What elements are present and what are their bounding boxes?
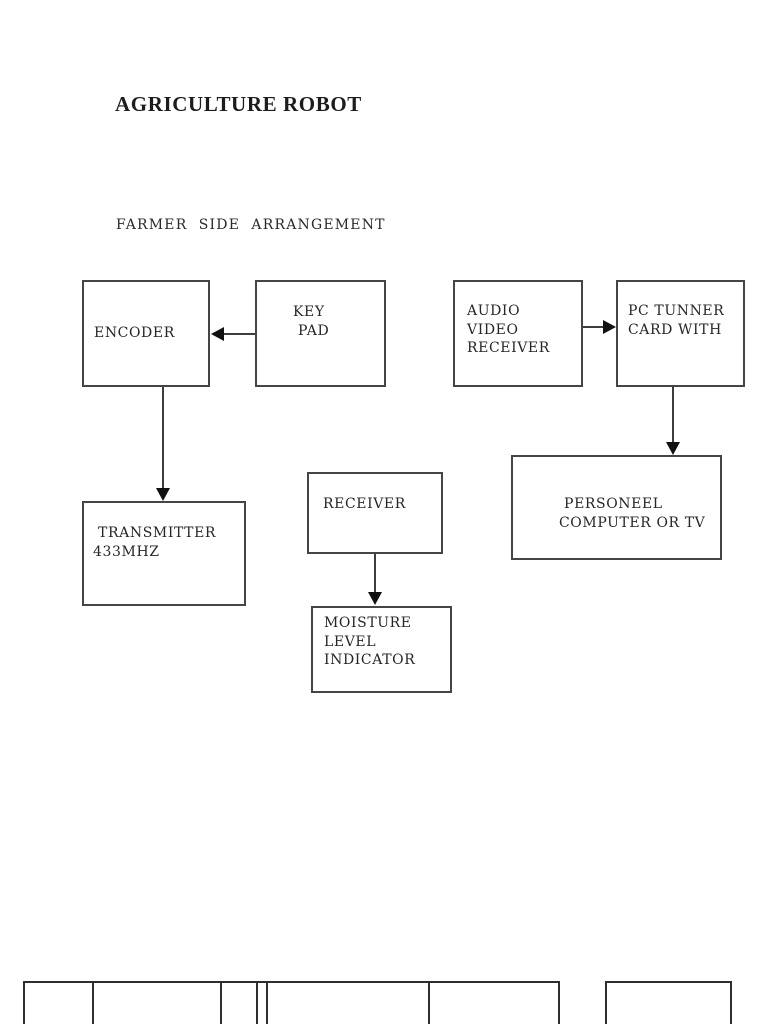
arrow-down-icon xyxy=(666,442,680,455)
bottom-table-divider xyxy=(428,981,430,1024)
page-title: AGRICULTURE ROBOT xyxy=(115,92,362,116)
arrow-audio-to-pctunner-shaft xyxy=(583,326,604,328)
bottom-box-top-border xyxy=(605,981,732,983)
bottom-table-divider xyxy=(220,981,222,1024)
audio-video-receiver-box: AUDIO VIDEO RECEIVER xyxy=(453,280,583,387)
bottom-table-top-border xyxy=(23,981,560,983)
arrow-encoder-to-transmitter-shaft xyxy=(162,387,164,488)
arrow-down-icon xyxy=(368,592,382,605)
encoder-box: ENCODER xyxy=(82,280,210,387)
arrow-right-icon xyxy=(603,320,616,334)
arrow-left-icon xyxy=(211,327,224,341)
arrow-down-icon xyxy=(156,488,170,501)
personeel-computer-box: PERSONEEL COMPUTER OR TV xyxy=(511,455,722,560)
arrow-pctunner-to-computer-shaft xyxy=(672,386,674,442)
bottom-box-right-border xyxy=(730,981,732,1024)
bottom-table-divider xyxy=(256,981,258,1024)
bottom-table-divider xyxy=(92,981,94,1024)
bottom-box-left-border xyxy=(605,981,607,1024)
arrow-receiver-to-moisture-shaft xyxy=(374,554,376,592)
arrow-keypad-to-encoder-shaft xyxy=(224,333,255,335)
bottom-table-divider xyxy=(558,981,560,1024)
bottom-table-divider xyxy=(266,981,268,1024)
diagram-caption: FARMER SIDE ARRANGEMENT xyxy=(116,217,386,233)
keypad-box: KEY PAD xyxy=(255,280,386,387)
transmitter-433mhz-box: TRANSMITTER 433MHZ xyxy=(82,501,246,606)
receiver-box: RECEIVER xyxy=(307,472,443,554)
pc-tunner-card-box: PC TUNNER CARD WITH xyxy=(616,280,745,387)
bottom-table-divider xyxy=(23,981,25,1024)
moisture-level-indicator-box: MOISTURE LEVEL INDICATOR xyxy=(311,606,452,693)
